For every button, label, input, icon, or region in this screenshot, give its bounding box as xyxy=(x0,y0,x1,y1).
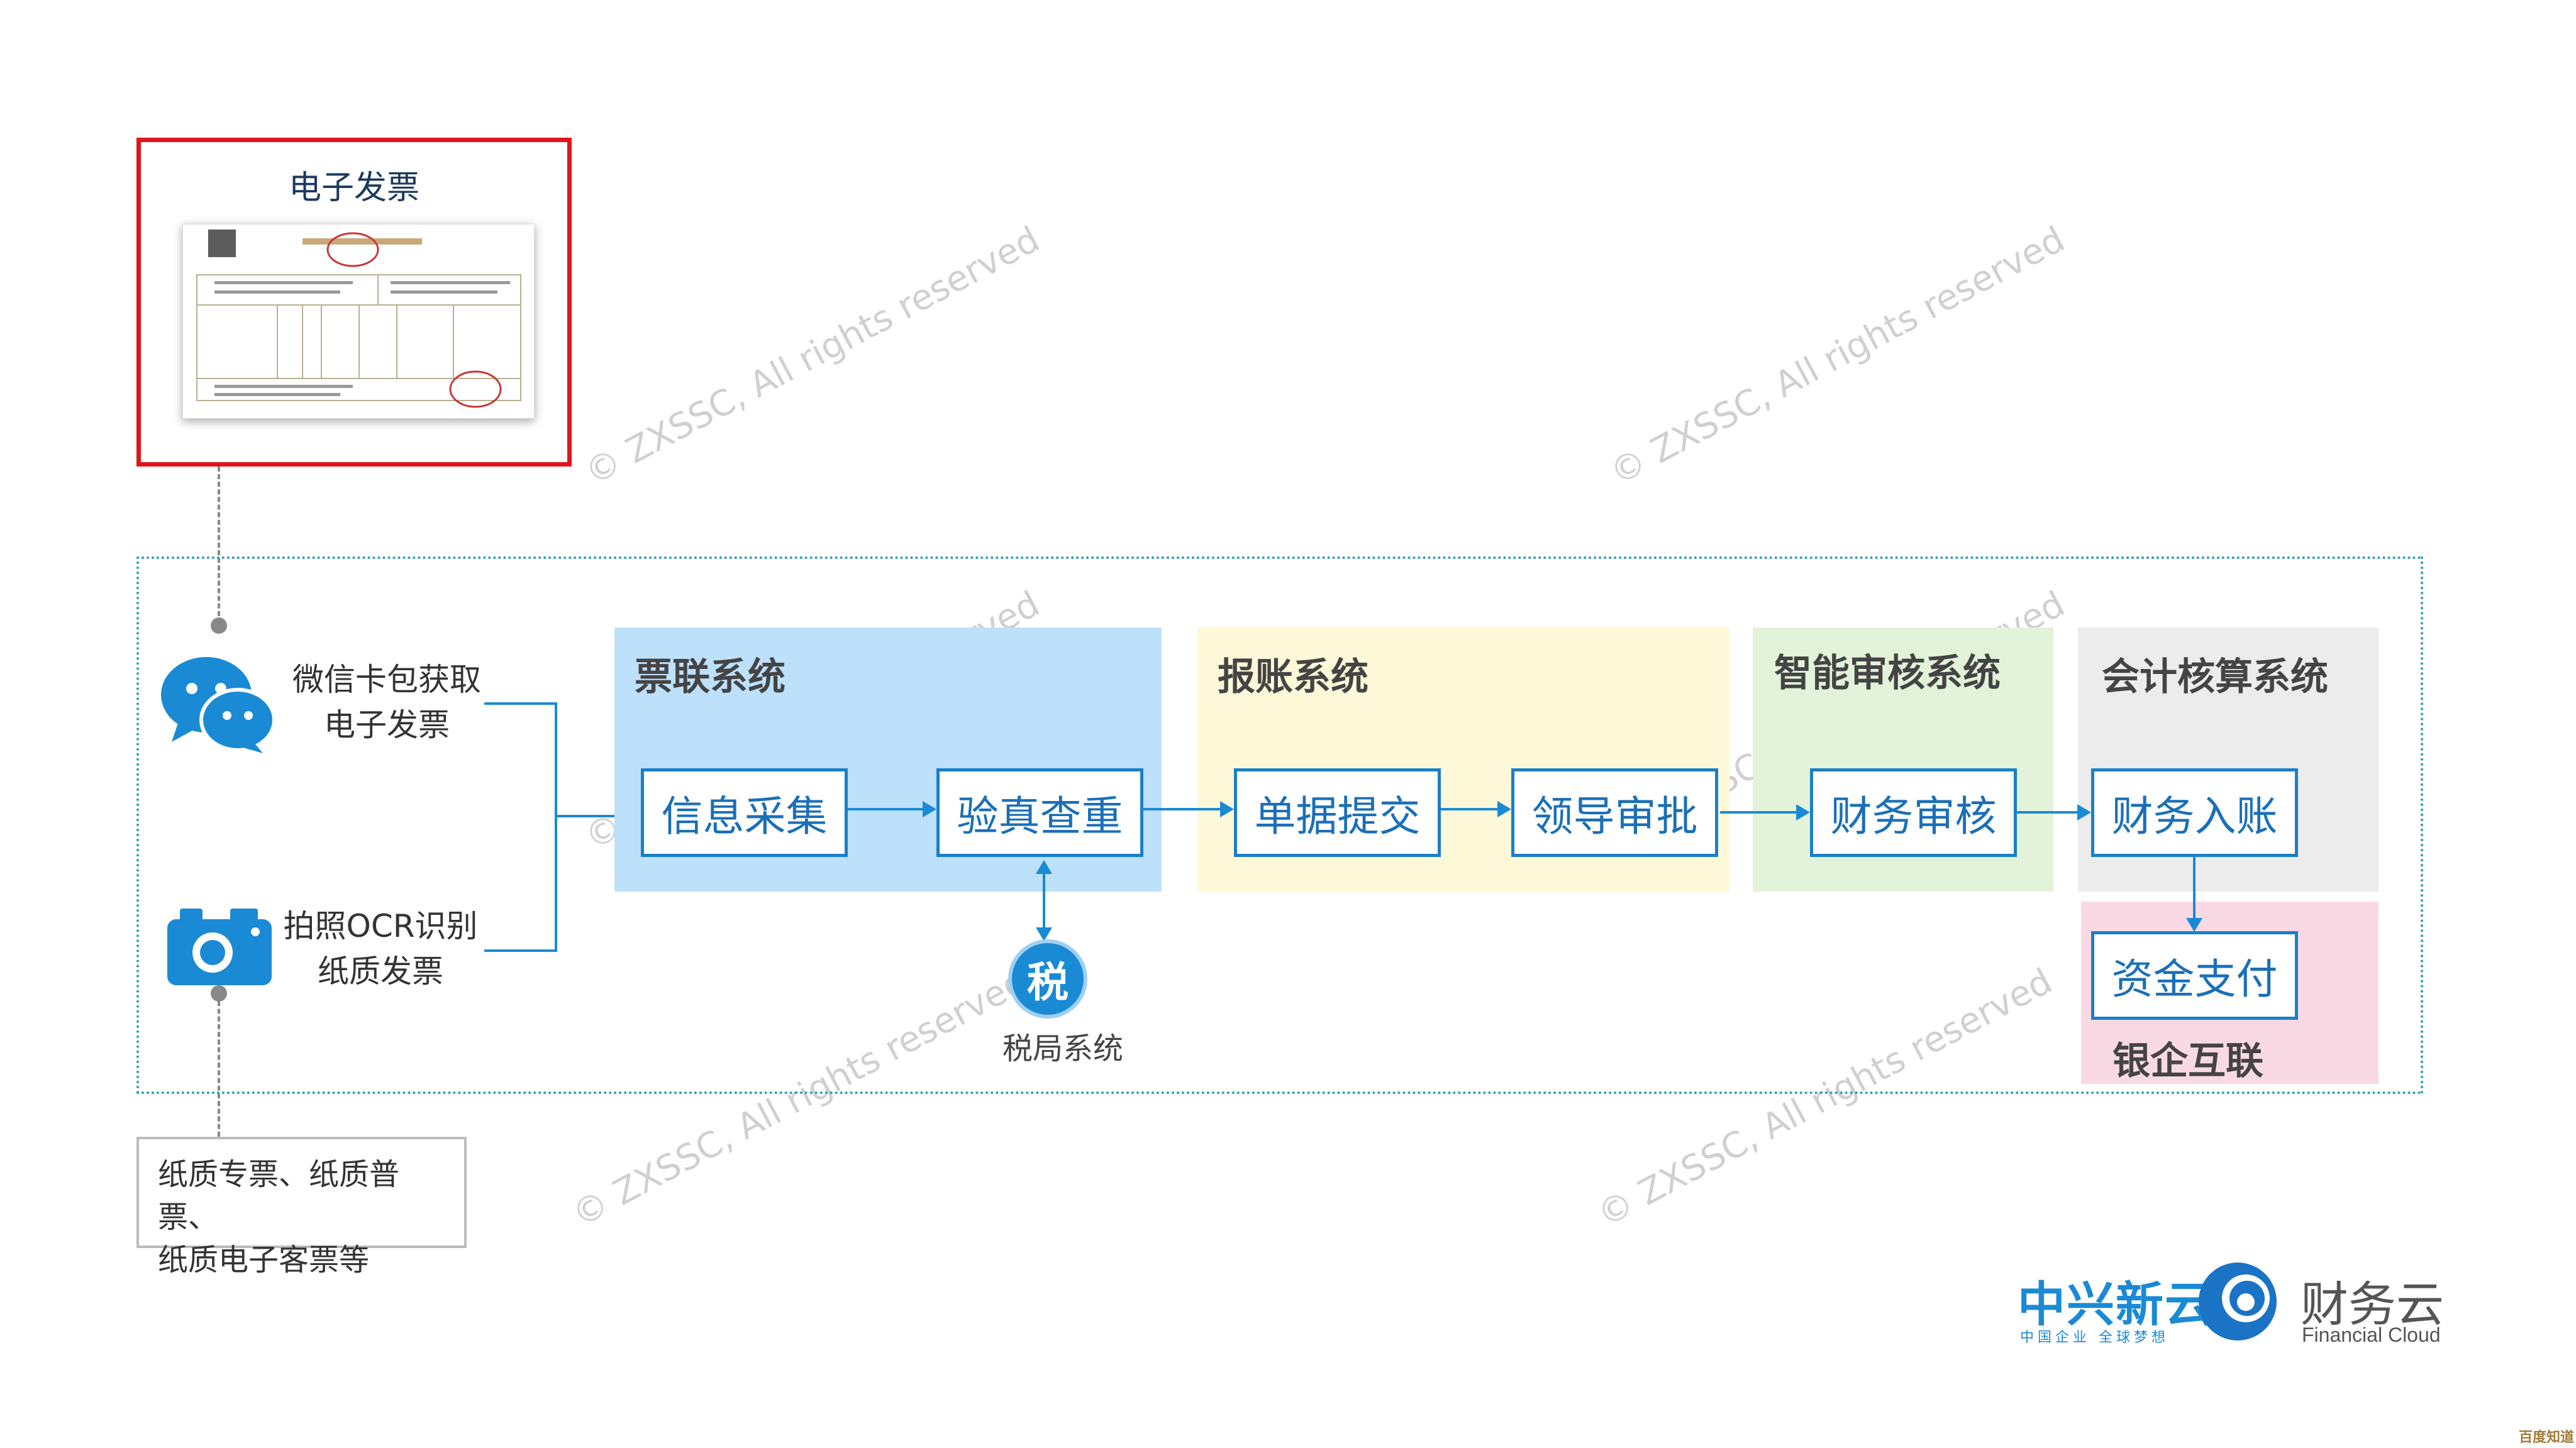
invoice-image xyxy=(182,224,535,419)
cloud-logo-icon xyxy=(2197,1261,2282,1345)
wechat-label-line2: 电子发票 xyxy=(324,707,450,743)
arrow-icon xyxy=(1796,804,1810,821)
step-posting[interactable]: 财务入账 xyxy=(2091,768,2298,857)
connector-line xyxy=(2016,811,2077,814)
brand-slogan: 中国企业 全球梦想 xyxy=(2020,1330,2169,1346)
arrow-icon xyxy=(1036,927,1052,941)
ocr-source-label: 拍照OCR识别 纸质发票 xyxy=(277,904,484,994)
tax-bureau-label: 税局系统 xyxy=(1002,1031,1123,1066)
connector-line xyxy=(2193,857,2196,919)
wechat-label-line1: 微信卡包获取 xyxy=(292,661,481,698)
brand-logo: 中兴新云 中国企业 全球梦想 财务云 Financial Cloud xyxy=(2018,1261,2445,1355)
connector-line xyxy=(1043,871,1045,931)
panel-title: 智能审核系统 xyxy=(1774,651,2001,695)
product-name-en: Financial Cloud xyxy=(2302,1324,2441,1346)
connector-line xyxy=(484,949,557,952)
paper-note-line1: 纸质专票、纸质普票、 xyxy=(158,1157,400,1235)
arrow-icon xyxy=(1220,801,1234,817)
watermark: © ZXSSC, All rights reserved xyxy=(578,219,1046,494)
ocr-label-line1: 拍照OCR识别 xyxy=(283,908,478,944)
connector-dashed xyxy=(218,467,220,624)
panel-piaolian-system: 票联系统 xyxy=(614,627,1162,892)
wechat-source-label: 微信卡包获取 电子发票 xyxy=(283,657,491,748)
step-info-collection[interactable]: 信息采集 xyxy=(641,768,848,857)
product-name-cn: 财务云 xyxy=(2301,1276,2444,1332)
step-manager-approval[interactable]: 领导审批 xyxy=(1511,768,1718,857)
camera-icon xyxy=(167,904,272,985)
e-invoice-title: 电子发票 xyxy=(288,169,419,207)
arrow-icon xyxy=(1497,801,1511,817)
connector-line xyxy=(848,808,923,810)
e-invoice-card: 电子发票 xyxy=(136,138,572,467)
tax-icon-glyph: 税 xyxy=(1027,958,1069,1007)
panel-title: 票联系统 xyxy=(635,655,786,699)
step-finance-audit[interactable]: 财务审核 xyxy=(1810,768,2017,857)
step-verify-dedupe[interactable]: 验真查重 xyxy=(936,768,1143,857)
ocr-label-line2: 纸质发票 xyxy=(318,953,443,990)
arrow-icon xyxy=(923,801,936,817)
watermark: © ZXSSC, All rights reserved xyxy=(1603,219,2072,494)
arrow-icon xyxy=(2186,918,2202,932)
paper-note-line2: 纸质电子客票等 xyxy=(158,1242,370,1278)
connector-line xyxy=(555,815,629,817)
connector-line xyxy=(1141,808,1220,810)
corner-watermark: 百度知道 xyxy=(2519,1430,2575,1445)
panel-title: 报账系统 xyxy=(1218,655,1368,699)
connector-line xyxy=(1720,811,1796,814)
step-document-submit[interactable]: 单据提交 xyxy=(1234,768,1441,857)
arrow-icon xyxy=(1036,860,1052,874)
panel-title: 银企互联 xyxy=(2112,1039,2263,1083)
step-payment[interactable]: 资金支付 xyxy=(2091,931,2298,1020)
brand-name-cn: 中兴新云 xyxy=(2018,1276,2214,1332)
connector-line xyxy=(484,702,557,705)
process-frame xyxy=(136,556,2423,1094)
panel-title: 会计核算系统 xyxy=(2102,655,2328,699)
paper-invoice-note: 纸质专票、纸质普票、 纸质电子客票等 xyxy=(136,1137,467,1278)
wechat-icon xyxy=(159,654,279,754)
arrow-icon xyxy=(2077,804,2091,821)
connector-line xyxy=(555,702,557,952)
connector-line xyxy=(1441,808,1497,810)
connector-dashed xyxy=(218,993,220,1137)
tax-icon: 税 xyxy=(1008,939,1087,1019)
connector-dot xyxy=(211,617,227,634)
